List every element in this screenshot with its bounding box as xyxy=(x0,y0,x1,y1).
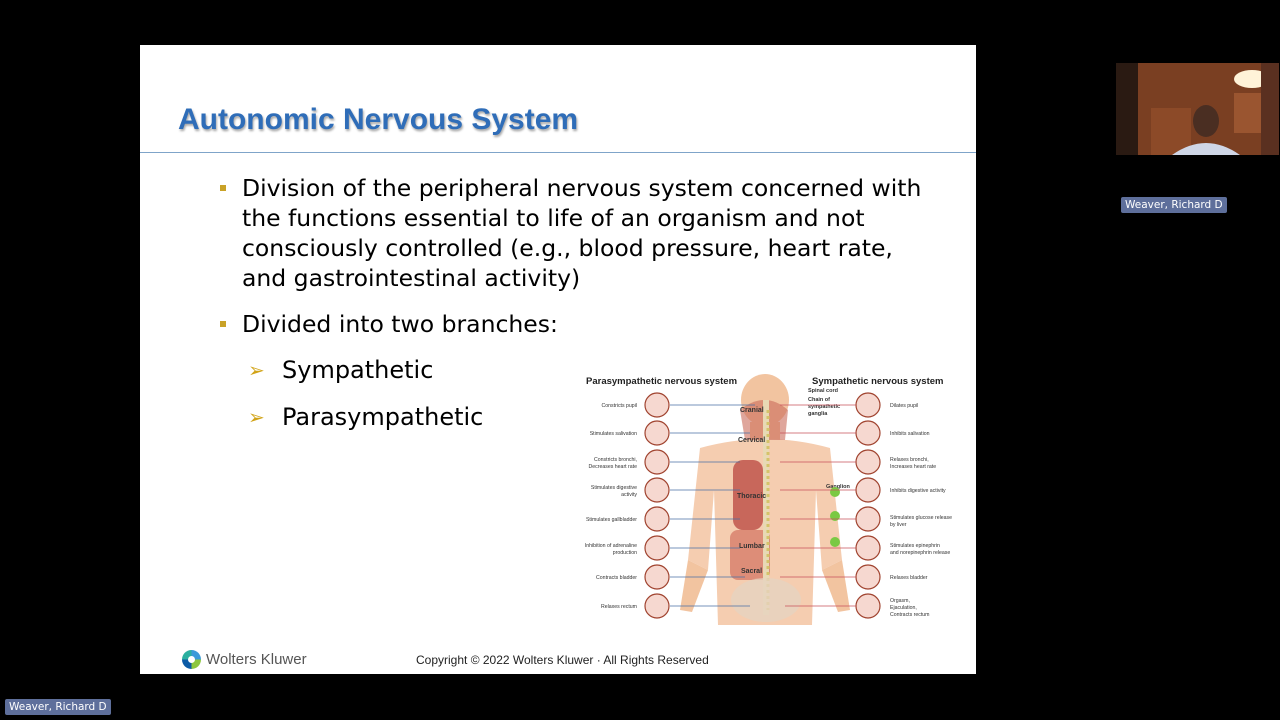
effect-label: Relaxes bladder xyxy=(890,575,928,581)
cord-label: sympathetic xyxy=(808,404,840,410)
ganglion-label: Ganglion xyxy=(826,484,850,490)
spine-label-sacral: Sacral xyxy=(741,568,762,575)
sub-bullet-item: ➢ Sympathetic xyxy=(248,355,483,402)
spine-label-lumbar: Lumbar xyxy=(739,543,765,550)
effect-label: Inhibits digestive activity xyxy=(890,488,946,494)
effect-label: Dilates pupil xyxy=(890,403,918,409)
human-body-illustration xyxy=(680,374,850,625)
slide-title: Autonomic Nervous System xyxy=(178,103,579,136)
effect-label: Stimulates glucose release xyxy=(890,515,952,521)
sub-bullet-item: ➢ Parasympathetic xyxy=(248,402,483,449)
effect-label: production xyxy=(613,550,637,556)
presenter-name-badge: Weaver, Richard D xyxy=(5,699,111,715)
sub-bullet-text: Parasympathetic xyxy=(282,403,484,431)
bullet-item: Division of the peripheral nervous syste… xyxy=(220,173,940,293)
cord-label: Spinal cord xyxy=(808,388,838,394)
right-diagram-title: Sympathetic nervous system xyxy=(812,376,943,387)
spine-label-thoracic: Thoracic xyxy=(737,493,766,500)
participant-name-badge: Weaver, Richard D xyxy=(1121,197,1227,213)
title-divider xyxy=(140,152,976,153)
effect-label: Constricts pupil xyxy=(602,403,637,409)
cord-label: ganglia xyxy=(808,411,828,417)
effect-label: Orgasm, xyxy=(890,598,910,604)
effect-label: Increases heart rate xyxy=(890,464,936,470)
cord-label: Chain of xyxy=(808,397,830,403)
bullet-marker-icon xyxy=(220,321,226,327)
effect-label: Decreases heart rate xyxy=(589,464,638,470)
participant-video-tile[interactable] xyxy=(1116,63,1279,155)
effect-label: by liver xyxy=(890,522,907,528)
sub-bullet-text: Sympathetic xyxy=(282,356,434,384)
copyright-text: Copyright © 2022 Wolters Kluwer · All Ri… xyxy=(416,653,709,667)
spine-label-cranial: Cranial xyxy=(740,407,764,414)
effect-label: Relaxes rectum xyxy=(601,604,637,610)
spine-label-cervical: Cervical xyxy=(738,437,765,444)
effect-label: activity xyxy=(621,492,637,498)
bullet-item: Divided into two branches: xyxy=(220,309,940,339)
nervous-system-diagram: Parasympathetic nervous system Sympathet… xyxy=(585,374,952,625)
sub-bullet-list: ➢ Sympathetic ➢ Parasympathetic xyxy=(248,355,483,449)
bullet-text: Divided into two branches: xyxy=(242,310,558,338)
wolters-kluwer-logo-icon xyxy=(182,650,201,669)
bullet-marker-icon xyxy=(220,185,226,191)
logo-text: Wolters Kluwer xyxy=(206,651,307,668)
effect-label: Stimulates gallbladder xyxy=(586,517,637,523)
wolters-kluwer-logo: Wolters Kluwer xyxy=(182,650,307,669)
bullet-text: Division of the peripheral nervous syste… xyxy=(242,174,922,292)
effect-label: Contracts bladder xyxy=(596,575,637,581)
effect-label: Relaxes bronchi, xyxy=(890,457,929,463)
effect-label: Inhibition of adrenaline xyxy=(585,543,637,549)
arrow-bullet-icon: ➢ xyxy=(248,405,265,429)
effect-label: Stimulates salivation xyxy=(590,431,637,437)
effect-label: Constricts bronchi, xyxy=(594,457,637,463)
left-diagram-title: Parasympathetic nervous system xyxy=(586,376,737,387)
arrow-bullet-icon: ➢ xyxy=(248,358,265,382)
effect-label: Contracts rectum xyxy=(890,612,930,618)
effect-label: Inhibits salivation xyxy=(890,431,930,437)
effect-label: and norepinephrin release xyxy=(890,550,950,556)
effect-label: Stimulates epinephrin xyxy=(890,543,940,549)
bullet-list: Division of the peripheral nervous syste… xyxy=(220,173,940,339)
participant-video-feed xyxy=(1116,63,1279,155)
effect-label: Ejaculation, xyxy=(890,605,917,611)
presentation-slide: Autonomic Nervous System Division of the… xyxy=(140,45,976,674)
effect-label: Stimulates digestive xyxy=(591,485,637,491)
